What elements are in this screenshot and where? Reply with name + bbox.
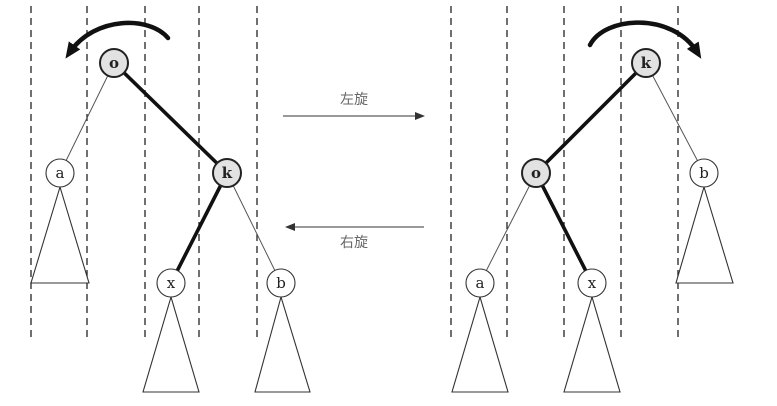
subtree-under-x <box>563 295 621 393</box>
svg-text:x: x <box>167 274 176 292</box>
node-x: x <box>156 268 186 298</box>
svg-text:k: k <box>222 164 233 182</box>
svg-text:b: b <box>276 274 286 292</box>
node-o: o <box>99 48 129 78</box>
svg-text:x: x <box>588 274 597 292</box>
right-tree: k o b a x <box>450 6 734 393</box>
node-x: x <box>577 268 607 298</box>
subtree-under-a <box>451 295 509 393</box>
svg-text:a: a <box>56 164 65 182</box>
left-rotation-arrow-icon <box>65 20 171 59</box>
transition-arrows: 左旋 右旋 <box>283 92 425 251</box>
node-a: a <box>465 268 495 298</box>
subtree-under-a <box>30 185 90 284</box>
left-tree: o a k x b <box>30 6 311 393</box>
node-o: o <box>521 158 551 188</box>
node-k: k <box>631 48 661 78</box>
subtree-under-b <box>254 295 311 393</box>
node-b: b <box>266 268 296 298</box>
left-guides <box>30 6 258 340</box>
right-guides <box>450 6 679 340</box>
right-rotate-label: 右旋 <box>340 235 368 251</box>
node-a: a <box>45 158 75 188</box>
svg-text:o: o <box>531 164 541 182</box>
svg-text:b: b <box>699 164 709 182</box>
subtree-under-b <box>675 185 734 284</box>
right-rotation-arrow-icon <box>587 20 702 59</box>
left-rotate-label: 左旋 <box>340 92 368 108</box>
svg-text:o: o <box>109 54 119 72</box>
node-b: b <box>689 158 719 188</box>
subtree-under-x <box>142 295 200 393</box>
svg-text:a: a <box>476 274 485 292</box>
svg-text:k: k <box>641 54 652 72</box>
node-k: k <box>212 158 242 188</box>
